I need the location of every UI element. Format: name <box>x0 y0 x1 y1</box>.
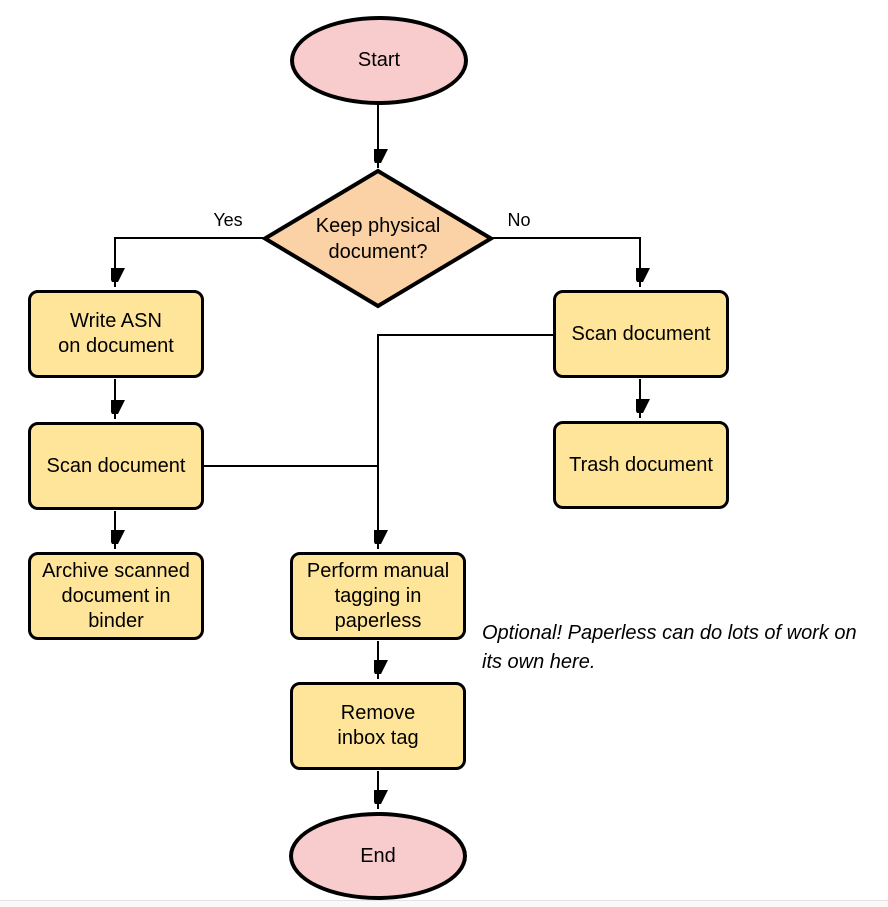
edge-decision-yes-to-write-asn <box>115 237 265 287</box>
scan-document-right-label: Scan document <box>571 322 711 345</box>
decision-diamond-shape <box>261 168 495 309</box>
optional-note: Optional! Paperless can do lots of work … <box>482 590 888 677</box>
remove-inbox-tag-node: Remove inbox tag <box>290 682 466 770</box>
manual-tagging-label: Perform manual tagging in paperless <box>306 559 450 632</box>
edge-label-no: No <box>507 210 531 230</box>
end-node-label: End <box>360 844 396 867</box>
window-bottom-edge <box>0 900 888 907</box>
scan-document-left-node: Scan document <box>28 422 204 510</box>
write-asn-node: Write ASN on document <box>28 290 204 378</box>
trash-document-label: Trash document <box>569 453 713 476</box>
decision-node-label: Keep physical document? <box>278 212 478 266</box>
manual-tagging-node: Perform manual tagging in paperless <box>290 552 466 640</box>
archive-document-node: Archive scanned document in binder <box>28 552 204 640</box>
end-node: End <box>289 812 467 900</box>
start-node: Start <box>290 16 468 105</box>
archive-document-label: Archive scanned document in binder <box>42 559 190 632</box>
write-asn-node-label: Write ASN on document <box>58 310 174 357</box>
scan-document-left-label: Scan document <box>46 454 186 477</box>
decision-node-text: Keep physical document? <box>315 215 441 263</box>
remove-inbox-tag-label: Remove inbox tag <box>337 702 419 749</box>
trash-document-node: Trash document <box>553 421 729 509</box>
start-node-label: Start <box>357 49 401 71</box>
edge-label-yes: Yes <box>213 210 243 230</box>
scan-document-right-node: Scan document <box>553 290 729 378</box>
edge-decision-no-to-scan-right <box>491 237 640 287</box>
edge-scan-right-to-tagging <box>378 334 553 549</box>
optional-note-text: Optional! Paperless can do lots of work … <box>482 622 857 673</box>
